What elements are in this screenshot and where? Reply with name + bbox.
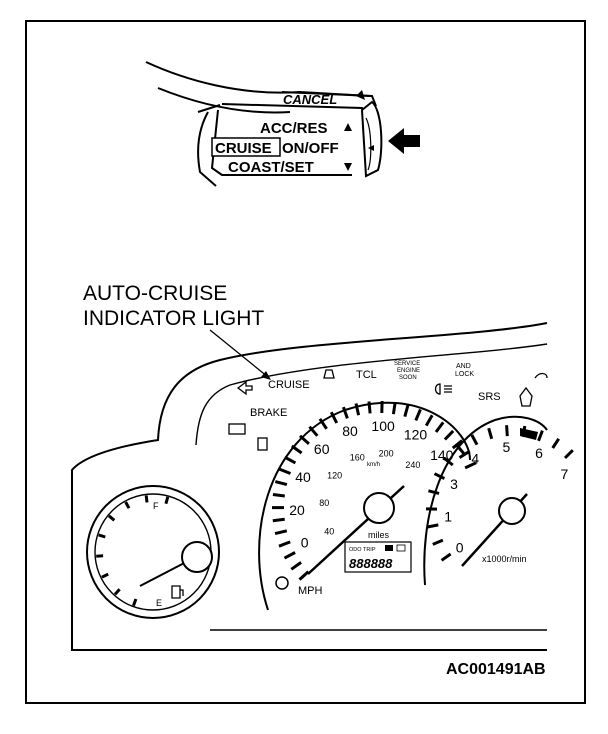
trip-reset-knob <box>275 576 289 590</box>
figure-code: AC001491AB <box>446 661 546 678</box>
fuel-full-label: F <box>153 501 159 511</box>
fuel-gauge <box>86 485 220 619</box>
indicator-lock: LOCK <box>455 371 474 378</box>
cancel-arrow-icon <box>356 90 365 100</box>
turn-signal-icon <box>236 380 253 396</box>
on-off-label: ON/OFF <box>282 140 339 157</box>
button-arrow-icon <box>368 145 374 151</box>
odometer-badge-2 <box>396 544 406 552</box>
rpm-tick-label: 4 <box>471 451 479 467</box>
kmh-tick-label: 80 <box>319 498 329 508</box>
indicator-srs: SRS <box>478 391 501 403</box>
callout-line-2: INDICATOR LIGHT <box>83 307 264 330</box>
indicator-icons <box>228 369 548 451</box>
kmh-unit: km/h <box>367 462 380 468</box>
kmh-tick-label: 120 <box>327 471 342 481</box>
odometer-mode: ODO TRIP <box>349 547 376 553</box>
kmh-tick-label: 40 <box>324 526 334 536</box>
rpm-tick-label: 6 <box>535 445 543 461</box>
indicator-service-1: SERVICE <box>394 361 420 367</box>
indicator-service-2: ENGINE <box>397 368 420 374</box>
callout-leader-line <box>209 329 269 378</box>
up-arrow-icon <box>344 123 352 131</box>
odometer-display <box>344 541 412 573</box>
rpm-tick-label: 1 <box>444 509 452 525</box>
mph-tick-label: 40 <box>295 469 311 485</box>
cruise-switch-label: CRUISE <box>215 140 272 157</box>
indicator-and: AND <box>456 363 471 370</box>
cruise-switch-box <box>211 137 281 157</box>
callout-line-1: AUTO-CRUISE <box>83 282 227 305</box>
kmh-tick-label: 240 <box>405 460 420 470</box>
cluster-outline <box>71 322 548 651</box>
mph-tick-label: 0 <box>301 535 309 551</box>
fuel-icon <box>171 585 184 599</box>
odometer-value: 888888 <box>349 556 393 571</box>
airbag-icon <box>519 386 533 407</box>
seatbelt-icon <box>323 369 335 379</box>
door-icon <box>534 372 548 379</box>
press-arrow-icon <box>388 128 420 154</box>
fuel-pump-icon <box>257 437 268 451</box>
battery-icon <box>228 423 246 435</box>
mph-tick-label: 100 <box>371 418 395 434</box>
kmh-tick-label: 160 <box>350 453 365 463</box>
indicator-brake: BRAKE <box>250 407 287 419</box>
indicator-tcl: TCL <box>356 369 377 381</box>
acc-res-label: ACC/RES <box>260 120 328 137</box>
rpm-tick-label: 0 <box>456 540 464 556</box>
cancel-label: CANCEL <box>283 92 337 107</box>
indicator-cruise: CRUISE <box>268 379 310 391</box>
headlight-icon <box>434 383 452 395</box>
kmh-scale: 40 80 120 160 200 240 <box>319 449 420 537</box>
tacho-scale: 01 34 5 6 7 <box>444 439 568 555</box>
down-arrow-icon <box>344 163 352 171</box>
odometer-badge <box>385 545 393 551</box>
tachometer <box>423 415 574 586</box>
coast-set-label: COAST/SET <box>228 159 314 176</box>
redzone-mark <box>520 428 538 440</box>
mph-tick-label: 80 <box>342 423 358 439</box>
rpm-tick-label: 5 <box>503 439 511 455</box>
mph-tick-label: 20 <box>289 502 305 518</box>
speed-unit: MPH <box>298 585 323 597</box>
fuel-empty-label: E <box>156 598 162 608</box>
odometer-unit: miles <box>368 530 390 540</box>
mph-tick-label: 140 <box>430 447 454 463</box>
speedometer <box>258 400 477 611</box>
tacho-unit: x1000r/min <box>482 554 527 564</box>
rpm-tick-label: 3 <box>450 476 458 492</box>
cruise-control-stalk <box>145 61 383 187</box>
mph-tick-label: 120 <box>404 427 428 443</box>
indicator-service-3: SOON <box>399 375 417 381</box>
mph-tick-label: 60 <box>314 441 330 457</box>
kmh-tick-label: 200 <box>379 449 394 459</box>
rpm-tick-label: 7 <box>561 466 569 482</box>
